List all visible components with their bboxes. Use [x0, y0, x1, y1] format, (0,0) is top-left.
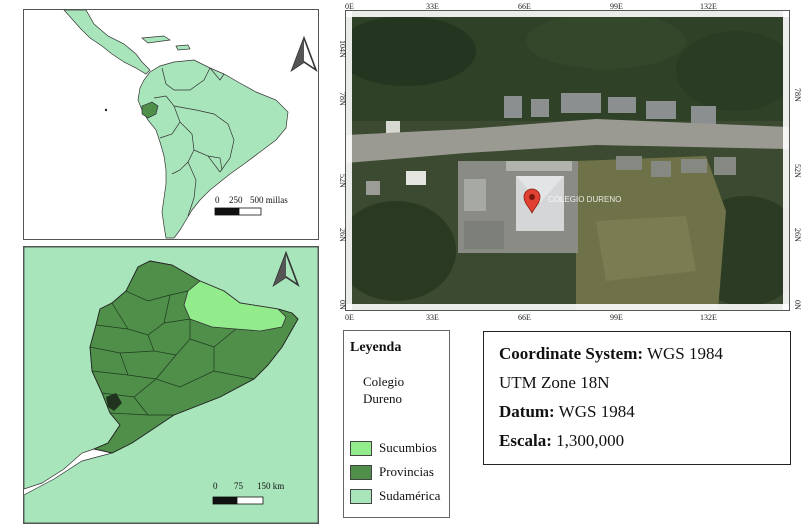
legend-item-label: Provincias	[379, 464, 434, 479]
tick-left-3: 26N	[338, 228, 347, 242]
scale-line: Escala: 1,300,000	[499, 431, 624, 451]
tick-right-2: 52N	[793, 164, 802, 178]
tick-bottom-1: 33E	[426, 313, 439, 322]
tick-top-3: 99E	[610, 2, 623, 11]
datum-line: Datum: WGS 1984	[499, 402, 635, 422]
scalebar-label-2: 150 km	[257, 481, 284, 491]
tick-left-0: 104N	[338, 40, 347, 58]
swatch-sucumbios	[350, 440, 372, 456]
legend-point-label-line-1: Colegio	[363, 374, 405, 389]
coordinate-system-line: Coordinate System: WGS 1984	[499, 344, 723, 364]
scalebar-label-2: 500 millas	[250, 195, 288, 205]
school-compound	[366, 161, 578, 253]
north-arrow-icon	[272, 250, 300, 288]
scale-label: Escala:	[499, 431, 552, 450]
province-borders	[89, 290, 255, 416]
datum-value: WGS 1984	[558, 402, 635, 421]
scalebar-label-1: 250	[229, 195, 243, 205]
road	[346, 119, 789, 163]
tick-bottom-0: 0E	[345, 313, 354, 322]
scale-value: 1,300,000	[556, 431, 625, 450]
ecuador-map: 0 75 150 km	[23, 246, 319, 524]
tick-top-0: 0E	[345, 2, 354, 11]
tick-right-4: 0N	[793, 300, 802, 310]
utm-zone-line: UTM Zone 18N	[499, 373, 610, 392]
north-arrow-icon	[290, 35, 318, 73]
south-america-landmass	[63, 10, 289, 239]
datum-label: Datum:	[499, 402, 555, 421]
coordinate-system-value: WGS 1984	[646, 344, 723, 363]
south-america-map: 0 250 500 millas	[23, 9, 319, 240]
tick-top-2: 66E	[518, 2, 531, 11]
tick-bottom-4: 132E	[700, 313, 717, 322]
tick-right-1: 78N	[793, 88, 802, 102]
swatch-sudamerica	[350, 488, 372, 504]
scale-bar: 0 250 500 millas	[214, 195, 288, 216]
tick-left-1: 78N	[338, 92, 347, 106]
place-label: COLEGIO DURENO	[548, 195, 621, 204]
scalebar-label-1: 75	[234, 481, 244, 491]
buildings-north	[386, 93, 716, 133]
swatch-provincias	[350, 464, 372, 480]
legend-item-sudamerica: Sudamérica	[350, 488, 440, 504]
scale-bar: 0 75 150 km	[212, 481, 284, 505]
map-pin-icon	[523, 188, 541, 214]
tick-top-1: 33E	[426, 2, 439, 11]
buildings-east	[616, 156, 736, 177]
coordinate-grid-labels: 0E 33E 66E 99E 132E 0E 33E 66E 99E 132E …	[338, 2, 802, 322]
legend-item-sucumbios: Sucumbios	[350, 440, 437, 456]
legend: Leyenda Colegio Dureno Sucumbios Provinc…	[343, 330, 450, 518]
tick-bottom-3: 99E	[610, 313, 623, 322]
tick-left-2: 52N	[338, 174, 347, 188]
legend-point-label-line-2: Dureno	[363, 391, 402, 406]
tick-right-3: 26N	[793, 228, 802, 242]
scalebar-label-0: 0	[213, 481, 218, 491]
legend-title: Leyenda	[350, 340, 402, 355]
legend-item-label: Sucumbios	[379, 440, 437, 455]
legend-point-label: Colegio Dureno	[363, 373, 404, 407]
legend-item-provincias: Provincias	[350, 464, 434, 480]
tick-top-4: 132E	[700, 2, 717, 11]
legend-item-label: Sudamérica	[379, 488, 441, 503]
tick-bottom-2: 66E	[518, 313, 531, 322]
map-info-box: Coordinate System: WGS 1984 UTM Zone 18N…	[483, 331, 791, 465]
ecuador-highlight	[141, 101, 159, 119]
scalebar-label-0: 0	[215, 195, 220, 205]
satellite-map: COLEGIO DURENO	[345, 10, 790, 311]
coordinate-system-label: Coordinate System:	[499, 344, 644, 363]
tick-left-4: 0N	[338, 300, 347, 310]
